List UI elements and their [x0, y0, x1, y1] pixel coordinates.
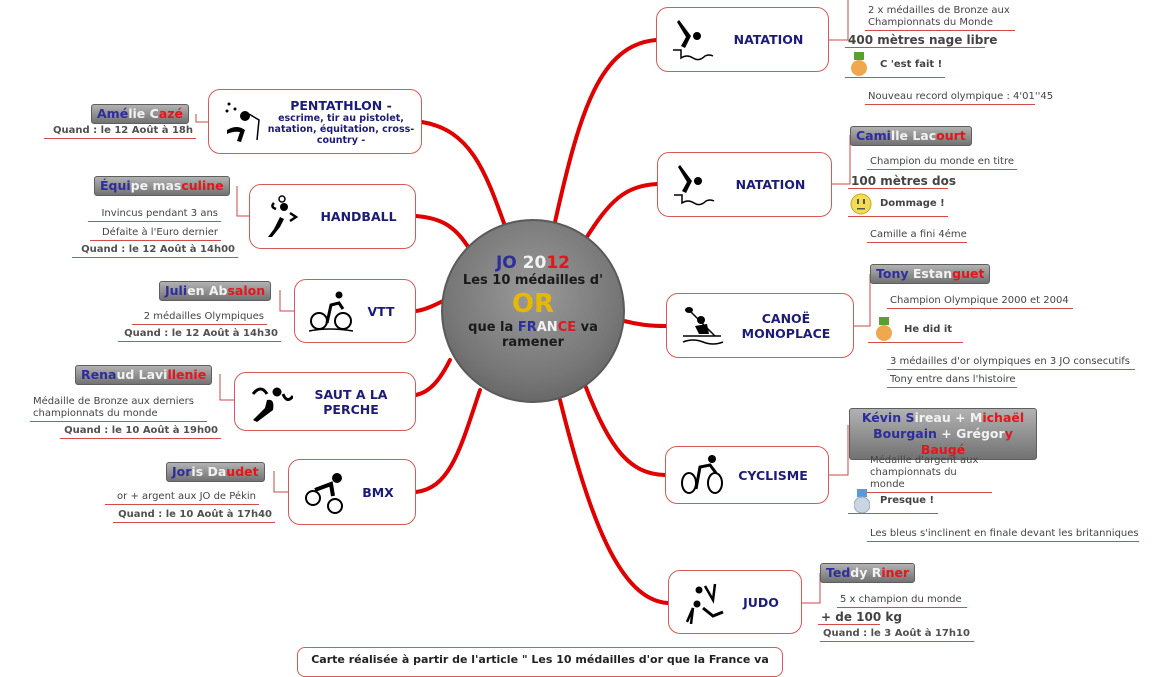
- link-judo: [558, 398, 670, 605]
- link-handball: [414, 214, 472, 252]
- cycling-icon: [681, 455, 723, 494]
- silver-medal-icon: [854, 489, 870, 514]
- pentathlon-icon: [225, 102, 260, 142]
- judo-event: + de 100 kg: [818, 611, 902, 625]
- divider: [868, 342, 963, 343]
- athlete-badge-judo: Teddy Riner: [820, 563, 916, 583]
- canoe-result: 3 médailles d'or olympiques en 3 JO cons…: [887, 356, 1135, 370]
- mountain-bike-icon: [309, 291, 353, 332]
- node-cyclisme[interactable]: CYCLISME: [665, 446, 829, 504]
- gold-medal-icon: [851, 52, 867, 76]
- natation1-title: NATATION: [733, 32, 804, 47]
- natation2-note: Champion du monde en titre: [867, 156, 1017, 170]
- athlete-badge-pentathlon: Amélie Cazé: [91, 104, 189, 124]
- saut-note: Médaille de Bronze aux derniers champion…: [30, 396, 207, 422]
- natation2-title: NATATION: [735, 177, 806, 192]
- cyclisme-title: CYCLISME: [738, 467, 808, 483]
- vtt-title: VTT: [367, 303, 395, 319]
- handball-title: HANDBALL: [320, 209, 397, 224]
- natation1-status: C 'est fait !: [880, 59, 943, 70]
- center-line4: que la FRANCE va: [468, 320, 598, 335]
- node-bmx[interactable]: BMX: [288, 459, 416, 525]
- divider: [848, 216, 948, 217]
- swimming-icon: [673, 19, 714, 60]
- neutral-face-icon: [850, 193, 872, 215]
- pole-vault-icon: [251, 387, 293, 422]
- athlete-badge-saut: Renaud Lavillenie: [75, 365, 213, 385]
- link-natation1: [553, 38, 658, 224]
- athlete-badge-vtt: Julien Absalon: [159, 281, 272, 301]
- pentathlon-subtitle: escrime, tir au pistolet, natation, équi…: [267, 112, 415, 146]
- link-saut: [414, 358, 452, 397]
- link-bmx: [414, 388, 482, 494]
- cyclisme-result: Les bleus s'inclinent en finale devant l…: [867, 528, 1139, 542]
- handball-note: Défaite à l'Euro dernier: [90, 227, 221, 241]
- canoe-title: CANOË MONOPLACE: [741, 310, 831, 341]
- pentathlon-title: PENTATHLON -: [290, 97, 392, 113]
- divider: [845, 77, 945, 78]
- bmx-icon: [305, 473, 343, 514]
- handball-when: Quand : le 12 Août à 14h00: [72, 244, 238, 258]
- node-canoe[interactable]: CANOË MONOPLACE: [666, 293, 854, 358]
- divider: [848, 513, 938, 514]
- node-pentathlon[interactable]: PENTATHLON -escrime, tir au pistolet, na…: [208, 89, 422, 154]
- judo-when: Quand : le 3 Août à 17h10: [820, 628, 974, 642]
- link-natation2: [583, 182, 659, 242]
- natation1-event: 400 mètres nage libre: [845, 34, 997, 48]
- canoe-status: He did it: [904, 324, 953, 335]
- athlete-badge-natation2: Camille Lacourt: [850, 126, 972, 146]
- link-canoe: [618, 318, 668, 328]
- center-or: OR: [511, 289, 555, 319]
- node-saut-perche[interactable]: SAUT A LA PERCHE: [234, 372, 416, 431]
- central-topic: JO 2012 Les 10 médailles d' OR que la FR…: [441, 219, 625, 403]
- saut-when: Quand : le 10 Août à 19h00: [60, 425, 221, 439]
- bmx-when: Quand : le 10 Août à 17h40: [113, 509, 275, 523]
- bmx-title: BMX: [362, 484, 394, 500]
- handball-note: Invincus pendant 3 ans: [88, 208, 221, 222]
- node-judo[interactable]: JUDO: [668, 570, 802, 634]
- vtt-note: 2 médailles Olympiques: [132, 311, 267, 325]
- pentathlon-when: Quand : le 12 Août à 18h: [44, 125, 196, 139]
- canoe-icon: [682, 306, 724, 345]
- natation2-event: 100 mètres dos: [848, 175, 956, 189]
- athlete-badge-canoe: Tony Estanguet: [870, 264, 991, 284]
- center-line2: Les 10 médailles d': [462, 273, 604, 288]
- cyclisme-note: Médaille d'argent aux championnats du mo…: [867, 455, 992, 493]
- node-natation-400[interactable]: NATATION: [656, 7, 829, 72]
- handball-icon: [268, 194, 299, 237]
- center-line5: ramener: [501, 335, 565, 350]
- natation2-result: Camille a fini 4éme: [867, 229, 967, 243]
- node-handball[interactable]: HANDBALL: [249, 184, 416, 249]
- canoe-note: Champion Olympique 2000 et 2004: [887, 295, 1073, 309]
- gold-medal-icon: [876, 317, 892, 341]
- link-pentathlon: [420, 120, 507, 228]
- judo-title: JUDO: [743, 594, 779, 610]
- natation1-result: Nouveau record olympique : 4'01''45: [865, 91, 1053, 105]
- center-title: JO 2012: [495, 253, 571, 273]
- judo-icon: [685, 583, 724, 624]
- judo-note: 5 x champion du monde: [837, 594, 967, 608]
- swimming-icon: [674, 164, 715, 205]
- node-natation-100[interactable]: NATATION: [657, 152, 832, 217]
- bmx-note: or + argent aux JO de Pékin: [105, 491, 259, 505]
- vtt-when: Quand : le 12 Août à 14h30: [118, 328, 281, 342]
- cyclisme-status: Presque !: [880, 495, 935, 506]
- source-note: Carte réalisée à partir de l'article " L…: [297, 647, 783, 677]
- natation2-status: Dommage !: [880, 198, 945, 209]
- canoe-result: Tony entre dans l'histoire: [887, 374, 1017, 388]
- natation1-note: 2 x médailles de Bronze aux Championnats…: [865, 5, 1015, 31]
- athlete-badge-handball: Équipe masculine: [94, 176, 230, 196]
- connector-lines: [195, 0, 871, 605]
- node-vtt[interactable]: VTT: [294, 279, 416, 343]
- link-cyclisme: [583, 383, 667, 477]
- saut-title: SAUT A LA PERCHE: [314, 386, 388, 417]
- athlete-badge-bmx: Joris Daudet: [166, 462, 265, 482]
